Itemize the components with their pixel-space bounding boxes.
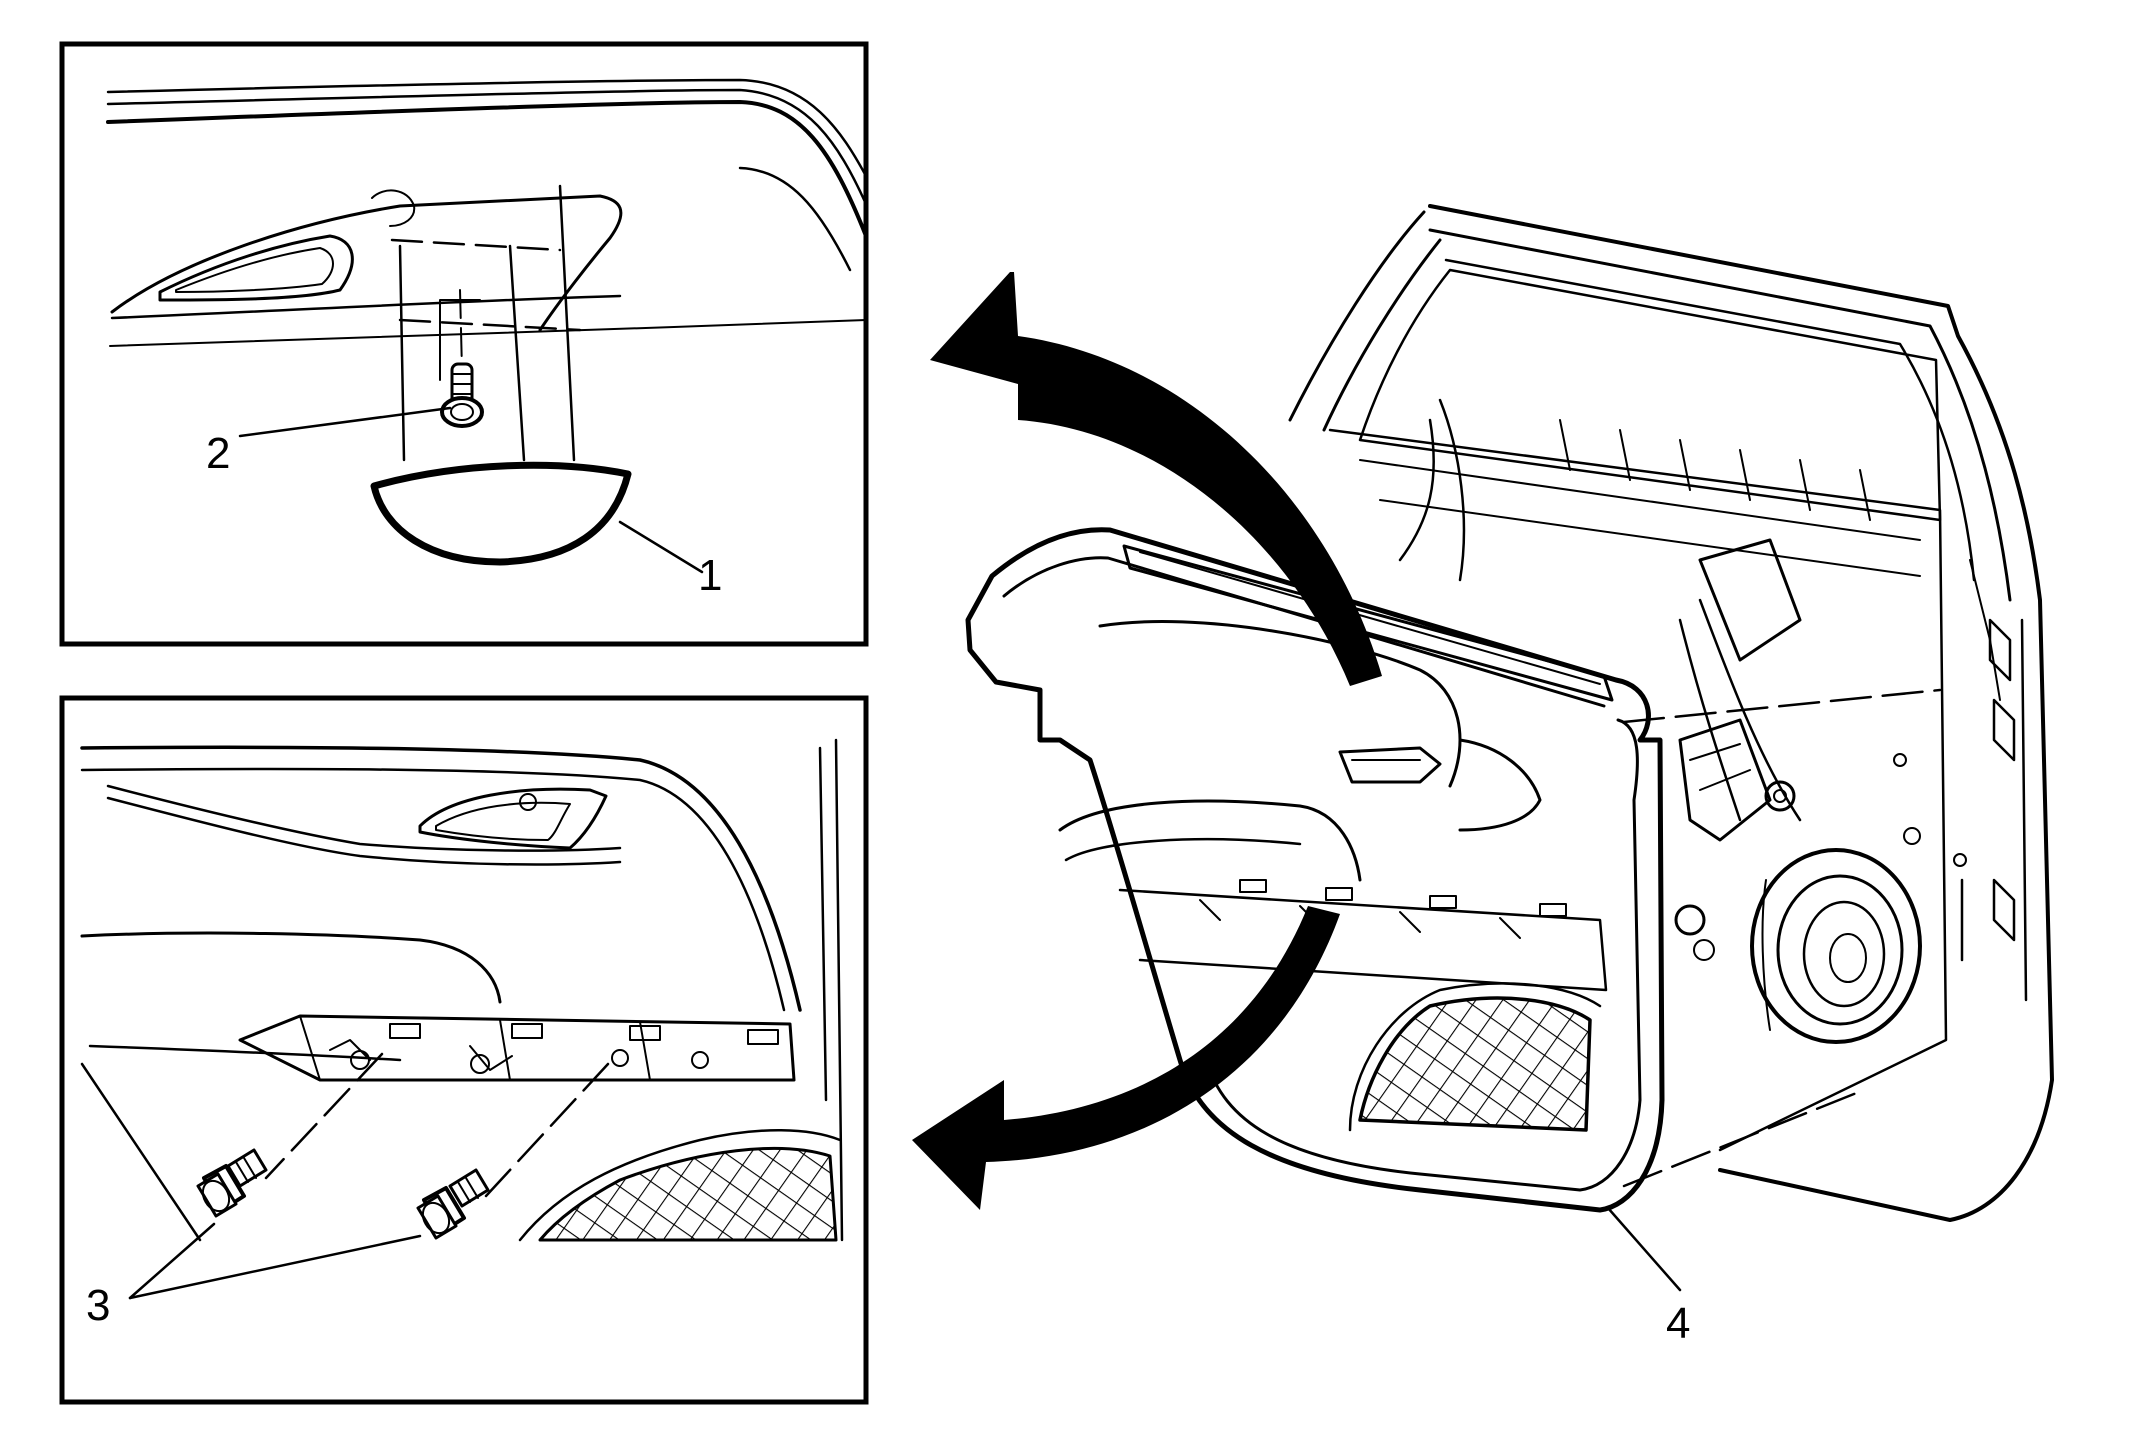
leader-3a	[128, 1222, 216, 1300]
speaker-grille	[538, 1146, 838, 1242]
arrow-lower	[912, 906, 1340, 1210]
callout-4: 4	[1666, 1299, 1690, 1348]
bolt-3b	[416, 1168, 490, 1240]
door-handle-opening	[418, 787, 608, 850]
window-regulator	[1698, 538, 1802, 662]
callout-3: 3	[86, 1281, 110, 1330]
leader-4	[1606, 1206, 1682, 1292]
door-upper-contour	[106, 100, 866, 238]
trim-cover-1	[370, 461, 632, 566]
door-speaker	[1750, 848, 1922, 1044]
bolt-3a	[196, 1148, 268, 1218]
regulator-motor	[1678, 718, 1772, 842]
removal-arrows	[912, 272, 1382, 1210]
armrest	[80, 931, 502, 1004]
leader-1	[618, 520, 704, 574]
handle-bezel	[110, 194, 623, 332]
mount-bracket	[398, 184, 576, 462]
leader-2	[238, 406, 452, 438]
trim-upper-contour	[80, 745, 802, 1012]
mount-strip	[238, 1014, 796, 1082]
inset-frame-bottom	[59, 695, 869, 1405]
bolt-2	[440, 362, 484, 428]
inset-lower-bolts: 3	[59, 695, 869, 1405]
inset-frame-top	[59, 41, 869, 647]
arrow-upper	[930, 272, 1382, 686]
door-assembly	[965, 204, 2054, 1292]
callout-1: 1	[698, 551, 722, 600]
door-frame[interactable]	[1428, 204, 2054, 1222]
window-frame	[1358, 268, 1942, 522]
leader-3b	[128, 1234, 422, 1300]
callout-2: 2	[206, 429, 230, 478]
door-trim-panel-4[interactable]	[965, 527, 1665, 1213]
inset-upper-handle-bolt: 2 1	[59, 41, 869, 647]
